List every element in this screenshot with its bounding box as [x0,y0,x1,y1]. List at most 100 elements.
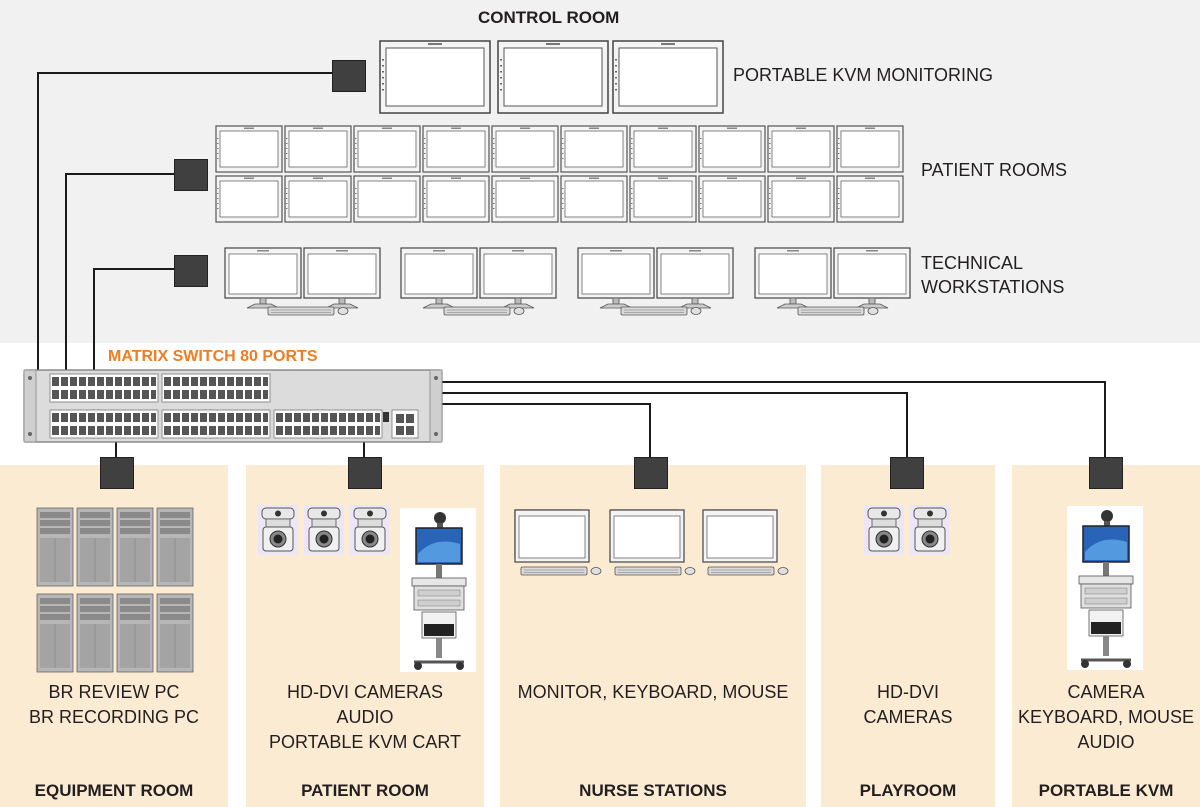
computer-tower-icon [156,507,194,587]
cable-to-patient-rooms [65,173,175,370]
monitor-icon [629,175,697,223]
portable-kvm-devices [1065,504,1145,672]
monitor-icon [303,247,381,309]
room-description: HD-DVI CAMERAS AUDIO PORTABLE KVM CART [246,680,484,755]
cable-to-playroom [442,392,908,458]
control-room-title: CONTROL ROOM [478,8,620,27]
row-label-kvm-monitoring: PORTABLE KVM MONITORING [733,65,994,85]
monitor-icon [833,247,911,309]
monitor-icon [560,125,628,173]
desc-line: KEYBOARD, MOUSE [1017,707,1195,727]
switch-title: MATRIX SWITCH 80 PORTS [108,348,318,365]
row-label-technical-workstations: TECHNICAL WORKSTATIONS [921,251,1064,299]
monitor-icon [215,175,283,223]
connector-block [332,60,366,92]
camera-icon [303,504,345,556]
connector-block [634,457,668,489]
desc-line: HD-DVI [877,682,939,702]
monitor-icon [836,175,904,223]
monitor-icon [224,247,302,309]
technical-workstations [224,247,911,316]
desc-line: CAMERA [1067,682,1145,702]
monitor-icon [754,247,832,309]
port-block [161,409,271,439]
monitor-icon [400,247,478,309]
connector-block [1089,457,1123,489]
monitor-icon [698,125,766,173]
monitor-icon [479,247,557,309]
cable-to-kvm-monitoring [37,72,333,370]
kvm-cart-icon [398,506,478,674]
computer-tower-icon [116,593,154,673]
monitor-icon [698,175,766,223]
keyboard-icon [614,566,696,576]
computer-tower-icon [116,507,154,587]
monitor-icon [497,40,609,114]
cable-to-nurse-stations [442,403,651,458]
desc-line: BR RECORDING PC [28,707,199,727]
room-description: CAMERA KEYBOARD, MOUSE AUDIO [1012,680,1200,755]
room-title: PLAYROOM [859,781,957,800]
monitor-icon [284,125,352,173]
camera-icon [257,504,299,556]
desc-line: AUDIO [1077,732,1135,752]
monitor-icon [353,175,421,223]
cable-lines [37,72,1106,458]
monitor-icon [215,125,283,173]
monitor-icon [656,247,734,309]
monitor-icon [560,175,628,223]
connector-block [174,159,208,191]
monitor-icon [629,125,697,173]
row-label-patient-rooms: PATIENT ROOMS [921,160,1068,180]
connector-block [890,457,924,489]
desc-line: PORTABLE KVM CART [268,732,462,752]
monitor-icon [612,40,724,114]
monitor-icon [767,175,835,223]
monitor-icon [422,175,490,223]
camera-icon [863,504,905,556]
kvm-cart-icon [1065,504,1145,672]
cable-to-technical-workstations [93,268,175,370]
desc-line: MONITOR, KEYBOARD, MOUSE [517,682,789,702]
desc-line: CAMERAS [863,707,953,727]
computer-tower-icon [156,593,194,673]
label-line: WORKSTATIONS [921,277,1065,297]
monitor-icon [767,125,835,173]
desc-line: BR REVIEW PC [48,682,180,702]
camera-icon [909,504,951,556]
computer-tower-icon [76,593,114,673]
keyboard-icon [707,566,789,576]
port-block [273,409,383,439]
port-block [49,409,159,439]
computer-tower-icon [36,593,74,673]
keyboard-icon [520,566,602,576]
pc-towers [36,507,194,673]
camera-icon [349,504,391,556]
playroom-devices [863,504,951,556]
room-description: HD-DVI CAMERAS [821,680,995,730]
monitor-icon [491,175,559,223]
room-description: BR REVIEW PC BR RECORDING PC [0,680,228,730]
matrix-switch [23,369,443,443]
monitor-icon [379,40,491,114]
patient-room-devices [257,504,478,674]
patient-rooms-wall [215,125,904,223]
room-title: PORTABLE KVM [1038,781,1174,800]
room-description: MONITOR, KEYBOARD, MOUSE [500,680,806,705]
port-block [49,373,159,403]
cable-to-portable-kvm [442,381,1106,458]
computer-tower-icon [36,507,74,587]
connector-block [348,457,382,489]
monitor-icon [422,125,490,173]
monitor-icon [284,175,352,223]
monitor-icon [577,247,655,309]
port-block [161,373,271,403]
room-title: PATIENT ROOM [301,781,429,800]
monitor-icon [491,125,559,173]
room-title: NURSE STATIONS [579,781,727,800]
room-panel-playroom: HD-DVI CAMERAS PLAYROOM [821,465,995,807]
monitor-icon [836,125,904,173]
label-line: TECHNICAL [921,253,1024,273]
computer-tower-icon [76,507,114,587]
